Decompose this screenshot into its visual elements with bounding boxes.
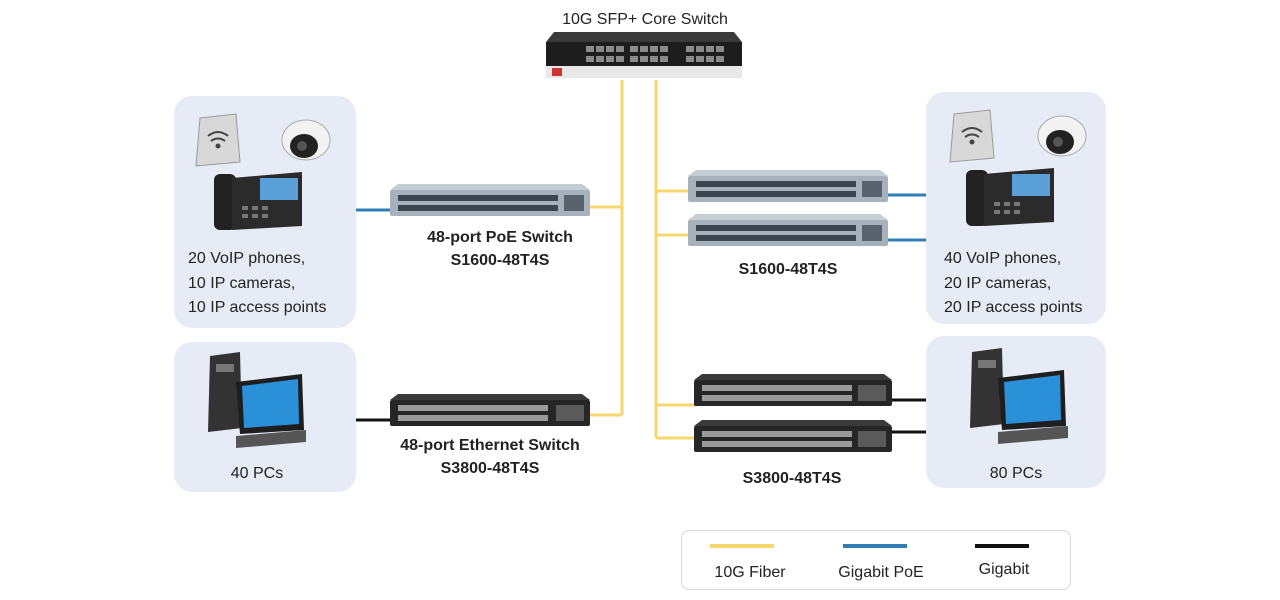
legend xyxy=(681,530,1071,590)
ethernet-switch-right-model: S3800-48T4S xyxy=(742,470,842,487)
left-top-devices-line-1: 20 VoIP phones, xyxy=(188,250,306,267)
core-switch-title: 10G SFP+ Core Switch xyxy=(562,11,728,28)
poe-switch-left-name: 48-port PoE Switch xyxy=(427,229,573,246)
poe-switch-right-model: S1600-48T4S xyxy=(738,261,838,278)
legend-label-gigabit: Gigabit xyxy=(978,561,1030,578)
wifi-access-point-icon xyxy=(195,113,241,167)
ethernet-switch-left-name: 48-port Ethernet Switch xyxy=(400,437,580,454)
legend-swatch-fiber xyxy=(710,544,774,548)
poe-switch-left xyxy=(390,184,590,216)
wifi-access-point-icon xyxy=(949,109,995,163)
left-bottom-devices: 40 PCs xyxy=(230,465,284,482)
legend-label-poe: Gigabit PoE xyxy=(838,564,924,581)
desktop-pc-icon xyxy=(970,348,1068,444)
poe-switch-right-2 xyxy=(688,214,888,246)
desktop-pc-icon xyxy=(208,352,306,448)
right-top-devices-line-2: 20 IP cameras, xyxy=(944,275,1052,292)
legend-label-fiber: 10G Fiber xyxy=(714,564,786,581)
ip-camera-icon xyxy=(1037,115,1087,157)
ethernet-switch-right-1 xyxy=(694,374,892,406)
ip-camera-icon xyxy=(281,119,331,161)
voip-phone-icon xyxy=(966,168,1054,226)
voip-phone-icon xyxy=(214,172,302,230)
right-top-devices-line-1: 40 VoIP phones, xyxy=(944,250,1062,267)
ethernet-switch-left-model: S3800-48T4S xyxy=(440,460,540,477)
poe-switch-left-model: S1600-48T4S xyxy=(450,252,550,269)
legend-swatch-gigabit xyxy=(975,544,1029,548)
left-top-devices-line-3: 10 IP access points xyxy=(188,299,327,316)
core-switch xyxy=(546,32,742,78)
ethernet-switch-right-2 xyxy=(694,420,892,452)
ethernet-switch-left xyxy=(390,394,590,426)
right-bottom-devices: 80 PCs xyxy=(989,465,1043,482)
legend-swatch-poe xyxy=(843,544,907,548)
poe-switch-right-1 xyxy=(688,170,888,202)
left-top-devices-line-2: 10 IP cameras, xyxy=(188,275,296,292)
right-top-devices-line-3: 20 IP access points xyxy=(944,299,1083,316)
